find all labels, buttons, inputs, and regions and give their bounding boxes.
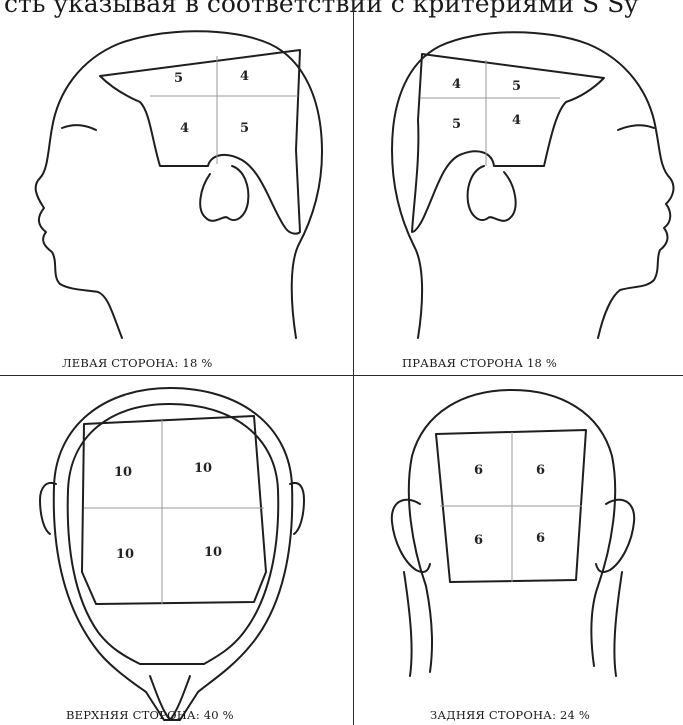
zone-label: 5 [240, 121, 249, 136]
left-side-head-drawing: 5 4 4 5 [0, 0, 353, 375]
zone-label: 6 [474, 533, 483, 548]
back-head-drawing: 6 6 6 6 [354, 376, 683, 725]
zone-label: 4 [180, 121, 189, 136]
zone-label: 5 [452, 117, 461, 132]
panel-back: 6 6 6 6 ЗАДНЯЯ СТОРОНА: 24 % [354, 376, 683, 725]
zone-label: 4 [512, 113, 521, 128]
caption-right-side: ПРАВАЯ СТОРОНА 18 % [402, 356, 557, 370]
zone-label: 4 [452, 77, 461, 92]
zone-label: 6 [536, 531, 545, 546]
hairline-outline [68, 404, 279, 664]
top-head-drawing: 10 10 10 10 [0, 376, 353, 725]
caption-back: ЗАДНЯЯ СТОРОНА: 24 % [430, 708, 590, 722]
head-outline [392, 32, 673, 338]
zone-label: 4 [240, 69, 249, 84]
caption-left-side: ЛЕВАЯ СТОРОНА: 18 % [62, 356, 212, 370]
eyebrow [62, 125, 96, 130]
panel-top: 10 10 10 10 ВЕРХНЯЯ СТОРОНА: 40 % [0, 376, 353, 725]
right-hair-strand [614, 572, 622, 676]
zone-label: 10 [204, 545, 222, 560]
panel-left-side: 5 4 4 5 ЛЕВАЯ СТОРОНА: 18 % [0, 0, 353, 375]
eyebrow [618, 125, 654, 130]
zone-label: 10 [194, 461, 212, 476]
left-ear [392, 500, 430, 572]
zone-label: 6 [474, 463, 483, 478]
left-hair-strand [404, 572, 412, 676]
scalp-zone-outline [82, 416, 266, 604]
panel-right-side: 4 5 5 4 ПРАВАЯ СТОРОНА 18 % [354, 0, 683, 375]
zone-label: 10 [116, 547, 134, 562]
scalp-zone-outline [412, 54, 604, 232]
zone-label: 5 [174, 71, 183, 86]
zone-label: 6 [536, 463, 545, 478]
neck-left [426, 586, 432, 672]
ear-outline [200, 166, 248, 221]
right-side-head-drawing: 4 5 5 4 [354, 0, 683, 375]
zone-label: 10 [114, 465, 132, 480]
caption-top: ВЕРХНЯЯ СТОРОНА: 40 % [66, 708, 234, 722]
ear-outline [468, 166, 516, 221]
zone-label: 5 [512, 79, 521, 94]
